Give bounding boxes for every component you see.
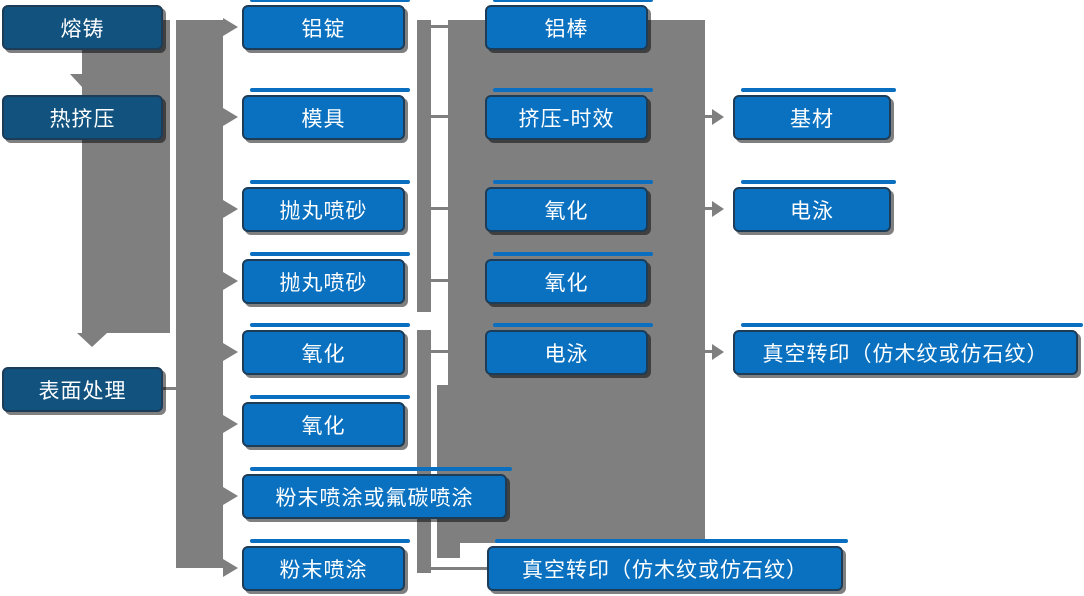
link-aluminum-rod <box>431 25 448 28</box>
node-base-material: 基材 <box>733 88 896 140</box>
arrow-to-vacuum-transfer-out <box>712 344 724 360</box>
stub-to-base-material <box>705 115 713 118</box>
arrow-to-oxidation-2 <box>223 415 238 433</box>
node-oxidation-1: 氧化 <box>242 323 410 375</box>
node-out-electrophoresis: 电泳 <box>733 180 896 232</box>
mid-bus-bar-upper <box>417 20 431 312</box>
surface-treatment-link-line <box>163 387 176 390</box>
node-aluminum-ingot: 铝锭 <box>242 0 410 50</box>
link-vacuum-transfer-bottom <box>431 567 487 570</box>
node-hot-extrusion: 热挤压 <box>2 95 163 140</box>
node-oxidation-2: 氧化 <box>242 395 410 447</box>
node-melting: 熔铸 <box>2 5 163 50</box>
node-surface-treatment: 表面处理 <box>2 367 163 412</box>
stub-to-vacuum-transfer-out <box>705 350 713 353</box>
link-oxidation-b <box>431 279 448 282</box>
left-trunk-upper <box>82 20 170 333</box>
node-shot-blasting-2: 抛丸喷砂 <box>242 252 410 304</box>
link-extrusion-aging <box>431 115 448 118</box>
arrow-to-powder-coating <box>223 559 238 577</box>
arrow-to-aluminum-ingot <box>223 18 238 36</box>
node-mid-electrophoresis: 电泳 <box>485 323 653 375</box>
node-out-vacuum-transfer: 真空转印（仿木纹或仿石纹） <box>733 323 1083 375</box>
arrow-to-powder-or-fluorocarbon <box>223 487 238 505</box>
node-vacuum-transfer-bottom: 真空转印（仿木纹或仿石纹） <box>487 539 848 591</box>
node-mid-oxidation-1: 氧化 <box>485 180 653 232</box>
node-aluminum-rod: 铝棒 <box>485 0 653 50</box>
arrow-down-to-surface-treatment <box>77 333 107 347</box>
node-powder-or-fluorocarbon: 粉末喷涂或氟碳喷涂 <box>242 467 512 519</box>
stub-to-electrophoresis-out <box>705 207 713 210</box>
arrow-to-base-material <box>712 109 724 125</box>
arrow-to-shot-blasting-2 <box>223 272 238 290</box>
link-electrophoresis <box>431 350 448 353</box>
arrow-down-melting-to-extrusion <box>70 74 94 87</box>
node-extrusion-aging: 挤压-时效 <box>485 88 653 140</box>
node-mid-oxidation-2: 氧化 <box>485 252 653 304</box>
arrow-to-electrophoresis-out <box>712 201 724 217</box>
arrow-to-mold <box>223 108 238 126</box>
node-powder-coating: 粉末喷涂 <box>242 539 410 591</box>
mid-bus-bar-lower <box>417 330 431 573</box>
arrow-to-oxidation-1 <box>223 343 238 361</box>
left-trunk-distributor <box>176 20 223 568</box>
link-oxidation-a <box>431 207 448 210</box>
node-mold: 模具 <box>242 88 410 140</box>
arrow-to-shot-blasting-1 <box>223 200 238 218</box>
node-shot-blasting-1: 抛丸喷砂 <box>242 180 410 232</box>
